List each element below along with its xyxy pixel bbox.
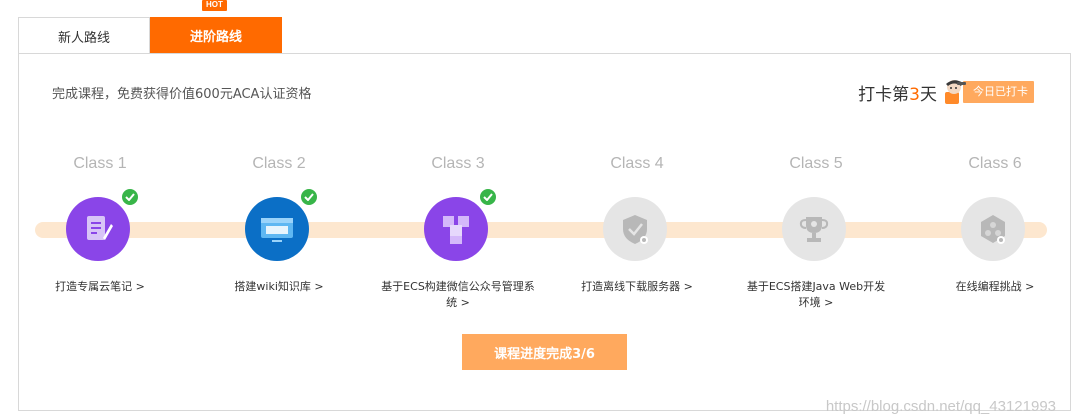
course-panel: 完成课程，免费获得价值600元ACA认证资格 打卡第3天 今日已打卡 Class… (18, 53, 1071, 411)
class-label: Class 6 (968, 155, 1022, 172)
class-label: Class 2 (252, 155, 306, 172)
checkin-area: 打卡第3天 今日已打卡 (858, 78, 1034, 106)
class-label: Class 5 (789, 155, 843, 172)
course-progress-button[interactable]: 课程进度完成3/6 (462, 334, 627, 370)
class-4-link[interactable]: 打造离线下载服务器 > (581, 280, 693, 293)
route-tabs: 新人路线 HOT 进阶路线 (18, 0, 282, 54)
mascot-icon (941, 78, 967, 106)
class-6-link[interactable]: 在线编程挑战 > (955, 280, 1035, 293)
panel-subtitle: 完成课程，免费获得价值600元ACA认证资格 (52, 87, 312, 102)
trophy-icon (799, 217, 829, 242)
tab-label: 进阶路线 (189, 30, 242, 45)
tab-beginner-route[interactable]: 新人路线 (18, 17, 150, 54)
tab-label: 新人路线 (57, 30, 110, 46)
class-label: Class 3 (431, 155, 485, 172)
class-6-badge[interactable] (961, 197, 1025, 261)
watermark: https://blog.csdn.net/qq_43121993 (825, 398, 1056, 415)
class-4-badge[interactable] (603, 197, 667, 261)
completed-check-icon (299, 187, 319, 207)
class-3-badge[interactable] (424, 187, 498, 261)
class-5-badge[interactable] (782, 197, 846, 261)
progress-track (35, 222, 1047, 238)
shield-icon (623, 215, 648, 244)
hot-badge: HOT (202, 0, 227, 11)
wiki-window-icon (261, 218, 293, 242)
completed-check-icon (478, 187, 498, 207)
completed-check-icon (120, 187, 140, 207)
note-pen-icon (87, 216, 113, 240)
class-label: Class 4 (610, 155, 664, 172)
class-1-badge[interactable] (66, 187, 140, 261)
class-label: Class 1 (73, 155, 127, 172)
hexagon-icon (981, 215, 1005, 244)
checked-in-button[interactable]: 今日已打卡 (963, 81, 1034, 103)
tab-advanced-route[interactable]: HOT 进阶路线 (150, 0, 282, 54)
class-2-badge[interactable] (245, 187, 319, 261)
class-2-link[interactable]: 搭建wiki知识库 > (234, 280, 324, 293)
cubes-icon (443, 216, 469, 244)
checkin-count: 打卡第3天 (858, 84, 937, 105)
class-3-link[interactable]: 基于ECS构建微信公众号管理系统 > (381, 280, 535, 309)
class-1-link[interactable]: 打造专属云笔记 > (55, 280, 145, 293)
class-5-link[interactable]: 基于ECS搭建Java Web开发环境 > (746, 280, 886, 309)
checkin-day: 3 (909, 84, 920, 105)
